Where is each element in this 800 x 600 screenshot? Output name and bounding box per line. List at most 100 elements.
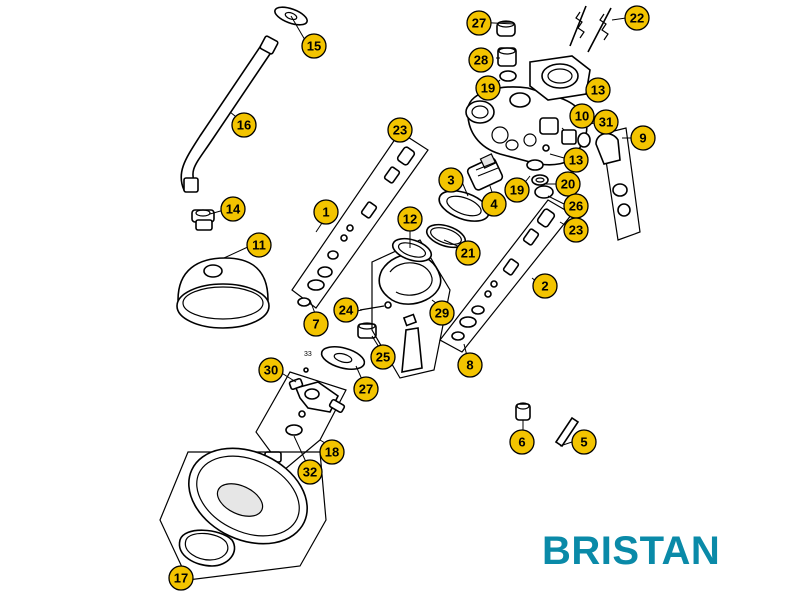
callout-9-label: 9: [639, 131, 646, 146]
callout-6-label: 6: [518, 435, 525, 450]
callout-4-label: 4: [490, 197, 498, 212]
callout-28-label: 28: [474, 53, 488, 68]
callout-1-label: 1: [322, 205, 329, 220]
callout-15: 17: [168, 565, 194, 591]
bristan-logo: BRISTAN: [542, 529, 721, 573]
callout-23-right: 23: [563, 217, 589, 243]
callout-32-label: 32: [303, 465, 317, 480]
part-11-shower-head: [176, 257, 270, 329]
callout-27-label-b: 27: [359, 382, 373, 397]
callout-10-label: 10: [575, 109, 589, 124]
callout-21: 21: [455, 240, 481, 266]
part-22-screws: [569, 5, 612, 53]
callout-12-label: 12: [403, 212, 417, 227]
callout-13-label-a: 13: [591, 83, 605, 98]
part-4-cartridge: [466, 153, 504, 191]
callout-5: 5: [571, 429, 597, 455]
part-12-seal: [391, 237, 433, 263]
callout-30-label: 30: [264, 363, 278, 378]
callout-12: 12: [397, 206, 423, 232]
callout-21-label: 21: [461, 246, 475, 261]
part-19-washer-top: [499, 70, 517, 82]
callout-13-top: 13: [585, 77, 611, 103]
callout-19-label-a: 19: [481, 81, 495, 96]
part-13-washer: [542, 144, 550, 152]
callout-27-top: 27: [466, 10, 492, 36]
callout-6: 6: [509, 429, 535, 455]
callout-27-lower: 27: [353, 376, 379, 402]
callout-29-label: 29: [435, 306, 449, 321]
callout-14-label: 18: [325, 445, 339, 460]
callout-8-label: 8: [466, 358, 473, 373]
valve-body: [465, 86, 588, 166]
part-16-connector: [191, 209, 215, 231]
callouts: 15 16 14 11 23 1 7 24 25 27 29 21 12 3 4…: [168, 5, 656, 591]
callout-22: 22: [624, 5, 650, 31]
callout-29: 29: [429, 300, 455, 326]
callout-16-label: 14: [226, 202, 241, 217]
part-6-check-valve: [515, 402, 531, 421]
part-28-nut: [497, 47, 517, 67]
callout-31: 31: [593, 109, 619, 135]
callout-17: 15: [301, 33, 327, 59]
callout-26: 26: [563, 193, 589, 219]
callout-20-label: 20: [561, 177, 575, 192]
part-5-pin: [554, 416, 580, 448]
label-33: 33: [304, 351, 312, 358]
callout-23-label-b: 23: [569, 223, 583, 238]
callout-32: 32: [297, 459, 323, 485]
part-25-nut: [357, 322, 377, 339]
callout-26-label: 26: [569, 199, 583, 214]
callout-19-top: 19: [475, 75, 501, 101]
callout-18-label: 16: [237, 118, 251, 133]
callout-3: 3: [438, 167, 464, 193]
callout-24: 24: [333, 297, 359, 323]
callout-31-label: 31: [599, 115, 613, 130]
callout-24-label: 24: [339, 303, 354, 318]
callout-3-label: 3: [447, 173, 454, 188]
callout-23-label-a: 23: [393, 123, 407, 138]
callout-13-label-b: 13: [569, 153, 583, 168]
callout-15-label: 17: [174, 571, 188, 586]
callout-7: 7: [303, 311, 329, 337]
part-20-nut: [531, 174, 549, 186]
callout-8: 8: [457, 352, 483, 378]
part-9-elbow-kit: [595, 127, 641, 241]
callout-2-label: 2: [541, 279, 548, 294]
callout-25-label: 25: [376, 350, 390, 365]
callout-11: 11: [246, 232, 272, 258]
callout-14: 18: [319, 439, 345, 465]
part-24-screw: [359, 301, 392, 311]
callout-28: 28: [468, 47, 494, 73]
callout-17-label: 15: [307, 39, 321, 54]
part-31-seal: [577, 132, 591, 148]
callout-20: 20: [555, 171, 581, 197]
callout-19-mid: 19: [504, 177, 530, 203]
part-10-filter: [561, 129, 577, 145]
part-19-washer: [526, 159, 544, 171]
callout-22-label: 22: [630, 11, 644, 26]
callout-1: 1: [313, 199, 339, 225]
callout-27-label-a: 27: [472, 16, 486, 31]
callout-9: 9: [630, 125, 656, 151]
part-26-o-ring: [534, 185, 554, 199]
part-27-cap-top: [496, 20, 516, 37]
part-1-cartridge-kit: [291, 131, 429, 309]
callout-19-label-b: 19: [510, 183, 524, 198]
callout-5-label: 5: [580, 435, 587, 450]
callout-13-mid: 13: [563, 147, 589, 173]
callout-18: 16: [231, 112, 257, 138]
callout-7-label: 7: [312, 317, 319, 332]
part-18-shower-arm: [180, 35, 279, 193]
top-cap: [529, 55, 591, 101]
callout-10: 10: [569, 103, 595, 129]
callout-2: 2: [532, 273, 558, 299]
part-15-backplate: [159, 447, 327, 581]
callout-23-left: 23: [387, 117, 413, 143]
callout-11-label: 11: [252, 238, 266, 253]
part-29-shroud-kit: [371, 239, 451, 379]
part-27-washer-lower: [320, 345, 366, 371]
callout-30: 30: [258, 357, 284, 383]
part-30-handle-kit: [255, 367, 347, 471]
